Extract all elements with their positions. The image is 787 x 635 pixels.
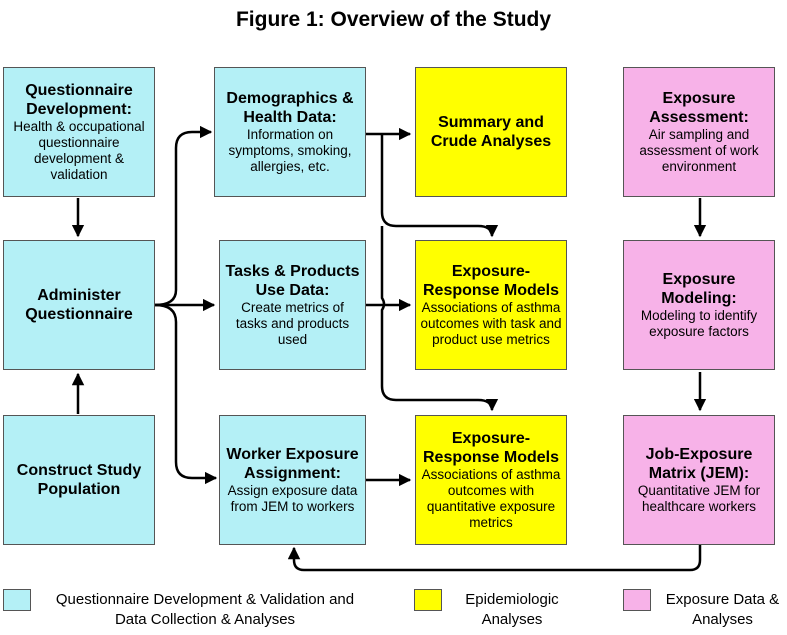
- box-body: Quantitative JEM for healthcare workers: [637, 483, 761, 514]
- legend-label-cyan: Questionnaire Development & Validation a…: [55, 591, 355, 628]
- box-title: Questionnaire Development:: [25, 82, 133, 118]
- arrow-demo-to-erm2: [380, 226, 499, 412]
- box-job-exposure-matrix: Job-Exposure Matrix (JEM): Quantitative …: [623, 415, 775, 545]
- box-title: Construct Study Population: [16, 462, 142, 498]
- box-questionnaire-development: Questionnaire Development: Health & occu…: [3, 67, 155, 197]
- box-title: Job-Exposure Matrix (JEM):: [645, 446, 753, 482]
- legend-swatch-pink: [623, 589, 651, 611]
- legend-label-yellow: Epidemiologic Analyses: [465, 591, 559, 628]
- box-title: Exposure-Response Models: [422, 263, 560, 299]
- arrow-admin-to-worker: [154, 303, 218, 485]
- arrow-demo-to-erm1: [380, 134, 499, 238]
- box-title: Exposure Assessment:: [649, 90, 749, 126]
- box-title: Tasks & Products Use Data:: [225, 263, 360, 299]
- arrow-jem-to-worker: [287, 545, 702, 572]
- box-exposure-assessment: Exposure Assessment: Air sampling and as…: [623, 67, 775, 197]
- box-demographics-health-data: Demographics & Health Data: Information …: [214, 67, 366, 197]
- box-body: Modeling to identify exposure factors: [640, 308, 758, 339]
- box-body: Create metrics of tasks and products use…: [235, 300, 350, 347]
- legend-swatch-yellow: [414, 589, 442, 611]
- box-tasks-products-use-data: Tasks & Products Use Data: Create metric…: [219, 240, 366, 370]
- box-worker-exposure-assignment: Worker Exposure Assignment: Assign expos…: [219, 415, 366, 545]
- box-summary-crude-analyses: Summary and Crude Analyses: [415, 67, 567, 197]
- figure-title: Figure 1: Overview of the Study: [235, 8, 552, 31]
- box-exposure-response-models-2: Exposure-Response Models Associations of…: [415, 415, 567, 545]
- arrow-admin-to-demo: [154, 125, 213, 307]
- box-body: Assign exposure data from JEM to workers: [227, 483, 358, 514]
- box-body: Associations of asthma outcomes with tas…: [420, 300, 562, 347]
- box-body: Information on symptoms, smoking, allerg…: [228, 127, 352, 174]
- box-body: Associations of asthma outcomes with qua…: [421, 467, 561, 530]
- box-body: Air sampling and assessment of work envi…: [639, 127, 759, 174]
- box-construct-study-population: Construct Study Population: [3, 415, 155, 545]
- box-title: Exposure-Response Models: [422, 430, 560, 466]
- box-exposure-response-models-1: Exposure-Response Models Associations of…: [415, 240, 567, 370]
- box-title: Exposure Modeling:: [661, 271, 737, 307]
- box-exposure-modeling: Exposure Modeling: Modeling to identify …: [623, 240, 775, 370]
- box-title: Demographics & Health Data:: [226, 90, 354, 126]
- legend-label-pink: Exposure Data & Analyses: [665, 591, 780, 628]
- box-title: Administer Questionnaire: [25, 287, 133, 323]
- box-administer-questionnaire: Administer Questionnaire: [3, 240, 155, 370]
- box-title: Worker Exposure Assignment:: [226, 446, 359, 482]
- legend-swatch-cyan: [3, 589, 31, 611]
- box-title: Summary and Crude Analyses: [430, 114, 552, 150]
- box-body: Health & occupational questionnaire deve…: [13, 119, 145, 182]
